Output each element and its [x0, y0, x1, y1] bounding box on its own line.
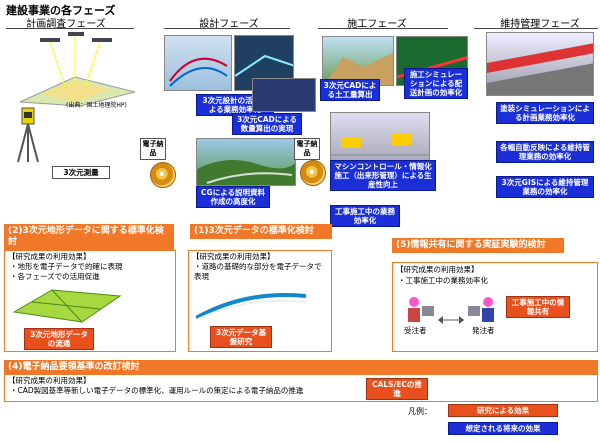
page-title: 建設事業の各フェーズ: [6, 4, 116, 17]
design-cad-quantity-screenshot: [252, 78, 316, 112]
phase-maintenance-underline: [474, 28, 598, 29]
phase-construction-underline: [318, 28, 448, 29]
design-cg-materials-box: CGによる説明資料作成の高度化: [196, 186, 270, 208]
maintenance-gis-box: 3次元GISによる維持管理業務の効率化: [496, 176, 594, 198]
legend-future-effect: 想定される将来の効果: [448, 422, 558, 435]
phase-design-label: 設計フェーズ: [199, 19, 259, 30]
survey-3d-measurement-box: 3次元測量: [52, 166, 110, 179]
construction-machine-control-box: マシンコントロール・情報化施工（出来形管理）による生産性向上: [330, 160, 436, 191]
maintenance-viaduct-image: [486, 32, 594, 96]
section5-tag: 工事施工中の情報共有: [506, 296, 570, 318]
cd-disc-icon-2: [300, 160, 326, 186]
legend-research-effect: 研究による効果: [448, 404, 558, 417]
legend-label: 凡例：: [408, 407, 432, 416]
construction-efficiency-box: 工事施工中の業務効率化: [330, 205, 400, 227]
electronic-delivery-badge-2: 電子納品: [294, 138, 320, 160]
survey-aerial-illustration: [10, 32, 140, 107]
maintenance-width-box: 各幅自動反映による維持管理業務の効率化: [496, 141, 594, 163]
design-cad-screenshot: [164, 35, 232, 91]
section5-orderer-label: 受注者: [404, 326, 427, 335]
section1-bullet1: ・道路の基礎的な部分を電子データで表現: [194, 262, 322, 281]
section1-effect-title: 【研究成果の利用効果】: [192, 252, 275, 261]
section1-header: (1)3次元データの標準化検討: [190, 224, 332, 239]
construction-site-illustration: [330, 112, 430, 162]
section5-effect-title: 【研究成果の利用効果】: [396, 265, 479, 274]
phase-maintenance-label: 維持管理フェーズ: [500, 19, 580, 30]
section4-effect-title: 【研究成果の利用効果】: [8, 376, 91, 385]
construction-cad-earth-box: 3次元CADによる土工量算出: [320, 79, 380, 101]
person-computer-icon: [404, 296, 434, 324]
phase-survey-underline: [6, 28, 134, 29]
phase-construction-label: 施工フェーズ: [347, 19, 407, 30]
section5-header: (5)情報共有に関する実証実験的検討: [392, 238, 564, 253]
construction-simulation-box: 施工シミュレーションによる配送計画の効率化: [404, 68, 468, 99]
section4-header: (4)電子納品要領基準の改訂検討: [4, 360, 598, 375]
section5-bullet1: ・工事施工中の業務効率化: [398, 276, 488, 285]
electronic-delivery-badge: 電子納品: [140, 138, 166, 160]
design-cad-quantity-box: 3次元CADによる数量算出の実現: [232, 113, 302, 135]
section2-bullet1: ・地形を電子データで的確に表現: [10, 262, 123, 271]
section2-effect-title: 【研究成果の利用効果】: [8, 252, 91, 261]
section2-bullet2: ・各フェーズでの活用促進: [10, 272, 100, 281]
surveying-instrument-icon: [14, 106, 42, 164]
design-cg-terrain-image: [196, 138, 296, 186]
section1-road-model: [195, 290, 307, 322]
section2-header: (2)3次元地形データに関する標準化検討: [4, 224, 174, 250]
phase-design-underline: [164, 28, 290, 29]
person-computer-icon-2: [468, 296, 498, 324]
exchange-arrow-icon: [436, 310, 466, 324]
construction-earthwork-image: [322, 36, 394, 86]
survey-credit: (出典：国土地理院HP): [66, 102, 127, 109]
phase-survey-label: 計画調査フェーズ: [26, 19, 106, 30]
section1-tag: 3次元データ基盤研究: [210, 326, 272, 348]
maintenance-painting-box: 塗装シミュレーションによる計画業務効率化: [496, 102, 594, 124]
section2-terrain-mesh: [12, 282, 122, 324]
cd-disc-icon: [150, 162, 176, 188]
section4-panel: [4, 374, 598, 402]
section5-contractor-label: 発注者: [472, 326, 495, 335]
section4-bullet1: ・CAD製図基準等新しい電子データの標準化、運用ルールの策定による電子納品の推進: [10, 386, 304, 395]
section2-tag: 3次元地形データの流通: [24, 328, 94, 350]
section4-tag: CALS/ECの推進: [366, 378, 428, 400]
